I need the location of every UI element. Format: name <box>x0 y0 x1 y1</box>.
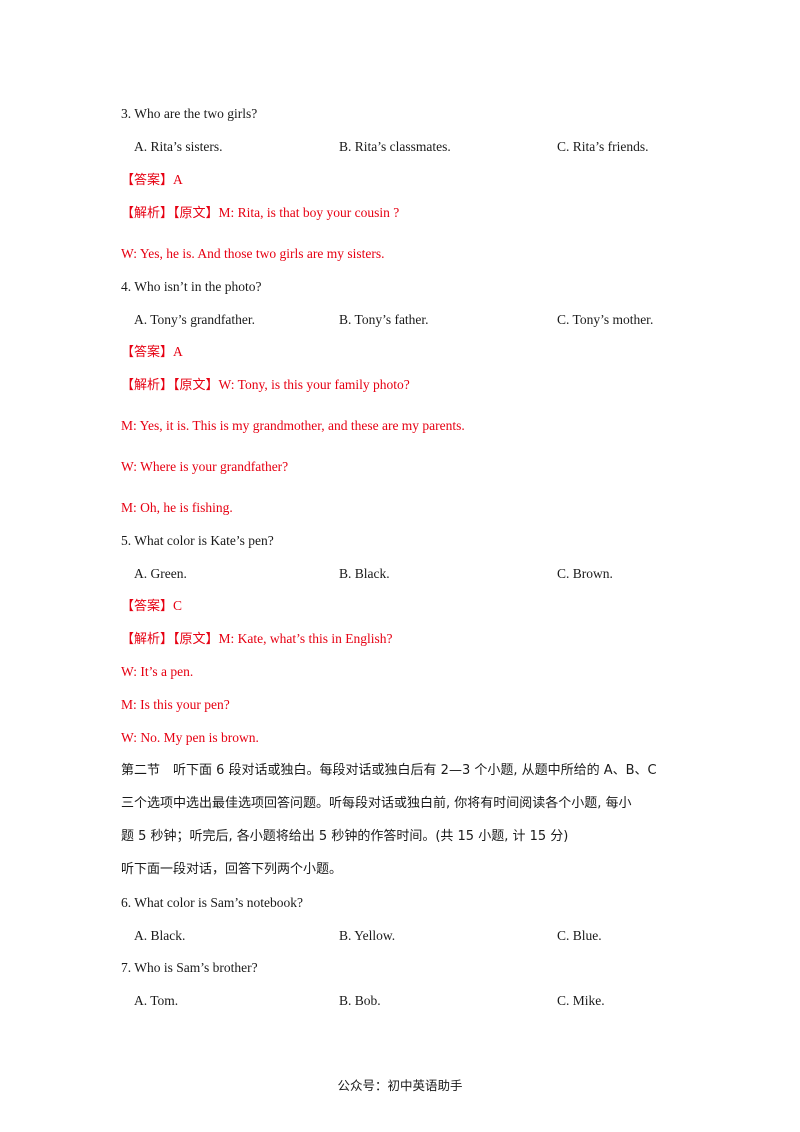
q3-option-b: B. Rita’s classmates. <box>339 139 451 154</box>
section2-line-1: 第二节 听下面 6 段对话或独白。每段对话或独白后有 2—3 个小题, 从题中所… <box>121 763 657 778</box>
q4-option-b: B. Tony’s father. <box>339 312 429 327</box>
q5-option-c: C. Brown. <box>557 566 613 581</box>
q5-transcript-2: W: It’s a pen. <box>121 664 194 679</box>
q3-analysis-line: 【解析】【原文】M: Rita, is that boy your cousin… <box>121 204 399 223</box>
q3-option-a: A. Rita’s sisters. <box>134 139 223 154</box>
q4-analysis-line: 【解析】【原文】W: Tony, is this your family pho… <box>121 376 410 395</box>
q4-transcript-2: M: Yes, it is. This is my grandmother, a… <box>121 418 465 433</box>
q7-option-c: C. Mike. <box>557 993 605 1008</box>
q3-transcript-1: M: Rita, is that boy your cousin ? <box>218 205 400 220</box>
answer-tag: 【答案】 <box>121 599 174 614</box>
question-4: 4. Who isn’t in the photo? <box>121 279 262 294</box>
q4-transcript-1: W: Tony, is this your family photo? <box>218 377 410 392</box>
q5-option-b: B. Black. <box>339 566 390 581</box>
q6-option-a: A. Black. <box>134 928 186 943</box>
q3-answer-line: 【答案】A <box>121 171 183 190</box>
q6-option-b: B. Yellow. <box>339 928 396 943</box>
q4-answer-line: 【答案】A <box>121 343 183 362</box>
q4-answer: A <box>173 344 183 359</box>
q5-option-a: A. Green. <box>134 566 187 581</box>
analysis-tag: 【解析】【原文】 <box>121 206 219 221</box>
q5-answer-line: 【答案】C <box>121 597 182 616</box>
q5-answer: C <box>173 598 183 613</box>
q7-option-a: A. Tom. <box>134 993 179 1008</box>
q4-option-a: A. Tony’s grandfather. <box>134 312 256 327</box>
answer-tag: 【答案】 <box>121 345 174 360</box>
page-footer: 公众号：初中英语助手 <box>337 1078 463 1093</box>
section2-line-2: 三个选项中选出最佳选项回答问题。听每段对话或独白前, 你将有时间阅读各个小题, … <box>121 796 632 811</box>
q3-answer: A <box>173 172 183 187</box>
q4-option-c: C. Tony’s mother. <box>557 312 654 327</box>
analysis-tag: 【解析】【原文】 <box>121 632 219 647</box>
q5-analysis-line: 【解析】【原文】M: Kate, what’s this in English? <box>121 630 393 649</box>
question-6: 6. What color is Sam’s notebook? <box>121 895 303 910</box>
q3-transcript-2: W: Yes, he is. And those two girls are m… <box>121 246 385 261</box>
section2-line-3: 题 5 秒钟；听完后, 各小题将给出 5 秒钟的作答时间。(共 15 小题, 计… <box>121 829 569 844</box>
question-5: 5. What color is Kate’s pen? <box>121 533 274 548</box>
q6-option-c: C. Blue. <box>557 928 602 943</box>
q3-option-c: C. Rita’s friends. <box>557 139 649 154</box>
q5-transcript-3: M: Is this your pen? <box>121 697 230 712</box>
q5-transcript-4: W: No. My pen is brown. <box>121 730 259 745</box>
section2-line-4: 听下面一段对话，回答下列两个小题。 <box>121 862 343 877</box>
q4-transcript-4: M: Oh, he is fishing. <box>121 500 233 515</box>
analysis-tag: 【解析】【原文】 <box>121 378 219 393</box>
question-7: 7. Who is Sam’s brother? <box>121 960 258 975</box>
answer-tag: 【答案】 <box>121 173 174 188</box>
q4-transcript-3: W: Where is your grandfather? <box>121 459 289 474</box>
q7-option-b: B. Bob. <box>339 993 381 1008</box>
question-3: 3. Who are the two girls? <box>121 106 258 121</box>
q5-transcript-1: M: Kate, what’s this in English? <box>218 631 393 646</box>
